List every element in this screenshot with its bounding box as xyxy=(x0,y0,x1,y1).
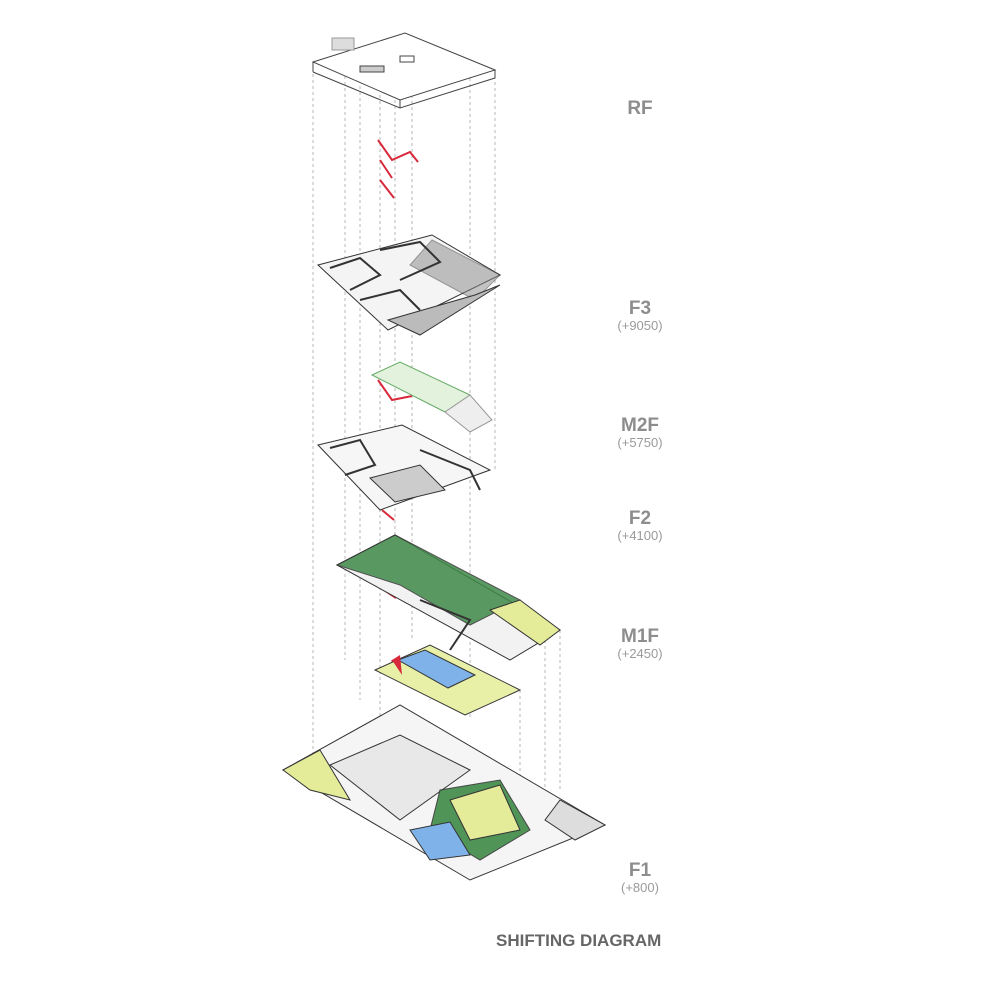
level-label-m2f: M2F(+5750) xyxy=(600,416,680,450)
level-label-rf: RF xyxy=(600,99,680,119)
level-name: F1 xyxy=(628,860,652,881)
level-f3-plate xyxy=(316,234,502,336)
level-f2-plate xyxy=(317,424,492,511)
level-elevation: (+9050) xyxy=(617,318,663,333)
level-m1f-plate xyxy=(335,534,561,661)
level-name: F3 xyxy=(628,298,652,319)
level-elevation: (+4100) xyxy=(617,528,663,543)
level-name: M1F xyxy=(621,626,659,647)
projection-lines xyxy=(312,60,561,820)
level-label-f2: F2(+4100) xyxy=(600,509,680,543)
level-label-f3: F3(+9050) xyxy=(600,299,680,333)
level-rf-roof xyxy=(311,32,497,109)
level-name: M2F xyxy=(621,415,659,436)
level-label-m1f: M1F(+2450) xyxy=(600,627,680,661)
level-name: F2 xyxy=(628,508,652,529)
level-name: RF xyxy=(627,98,653,119)
level-m2f-plate xyxy=(370,361,493,433)
level-elevation: (+2450) xyxy=(617,646,663,661)
diagram-title: SHIFTING DIAGRAM xyxy=(496,931,662,950)
level-elevation: (+800) xyxy=(621,880,659,895)
level-pool-plate xyxy=(373,644,522,716)
level-elevation: (+5750) xyxy=(617,435,663,450)
level-f1-plate xyxy=(281,704,607,881)
level-label-f1: F1(+800) xyxy=(600,861,680,895)
